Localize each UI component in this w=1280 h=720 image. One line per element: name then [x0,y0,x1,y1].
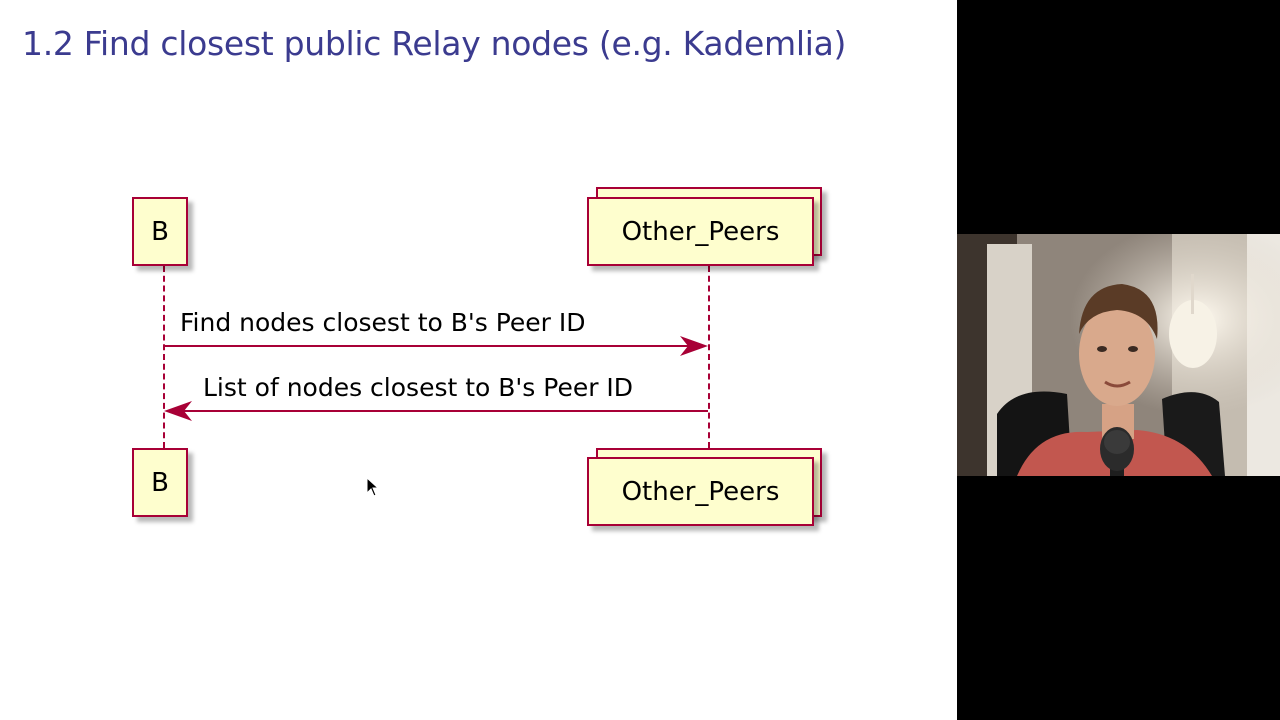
participant-other-peers-top: Other_Peers [587,197,814,266]
participant-b-top: B [132,197,188,266]
message-response-label: List of nodes closest to B's Peer ID [203,373,634,402]
lifeline-other-peers [708,266,710,448]
request-arrow [164,336,708,356]
presentation-slide: 1.2 Find closest public Relay nodes (e.g… [0,0,957,720]
participant-other-peers-bottom: Other_Peers [587,457,814,526]
slide-title: 1.2 Find closest public Relay nodes (e.g… [22,24,847,63]
lifeline-b [163,266,165,448]
mouse-cursor-icon [366,477,380,497]
presenter-webcam-feed [957,234,1280,476]
participant-b-bottom: B [132,448,188,517]
presenter-video-icon [957,234,1280,476]
message-request-label: Find nodes closest to B's Peer ID [180,308,586,337]
response-arrow [164,401,708,421]
message-arrows [164,336,708,421]
